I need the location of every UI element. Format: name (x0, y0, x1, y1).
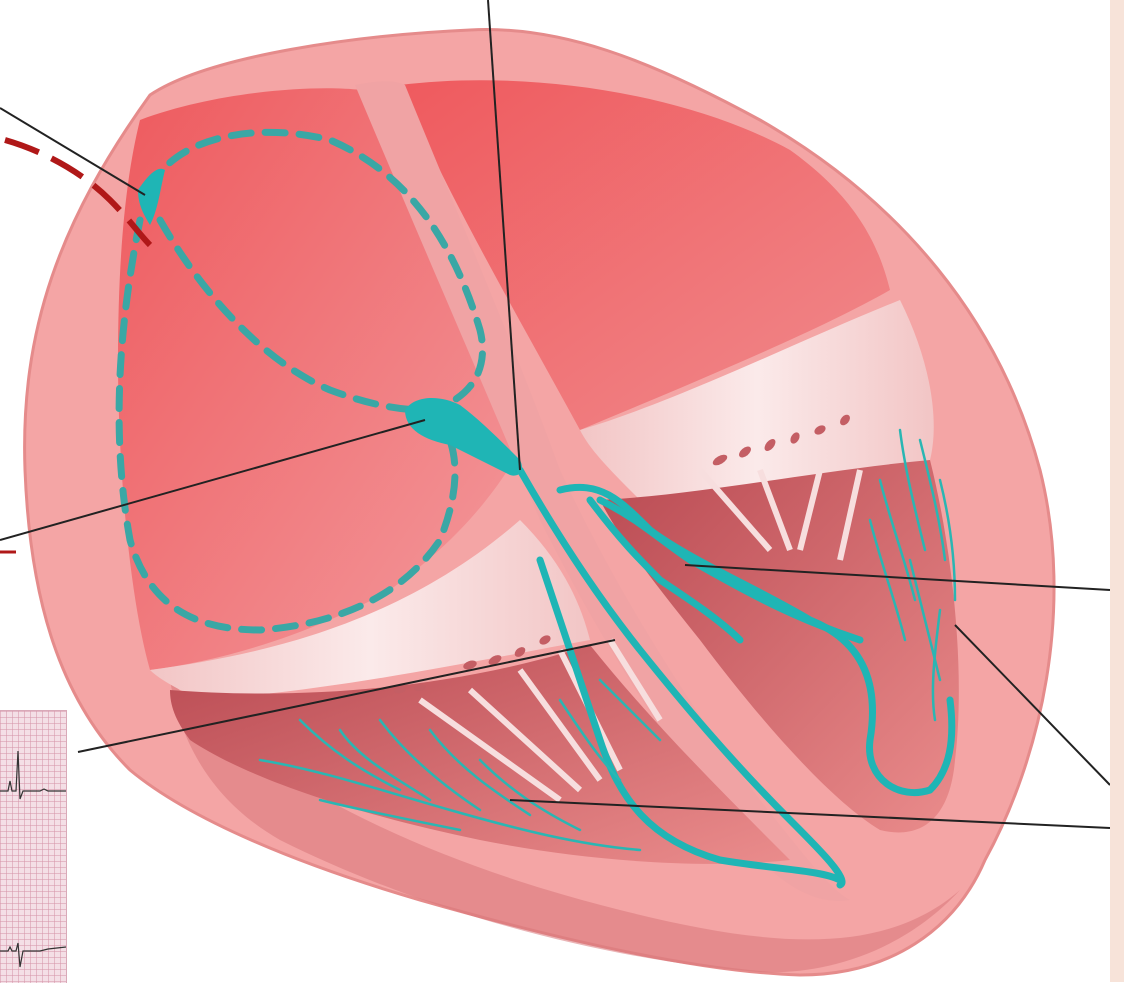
ecg-strip (0, 710, 67, 983)
ecg-trace-upper (0, 751, 66, 799)
ecg-traces (0, 711, 66, 983)
ecg-trace-lower (0, 943, 66, 967)
side-strip (1110, 0, 1124, 982)
